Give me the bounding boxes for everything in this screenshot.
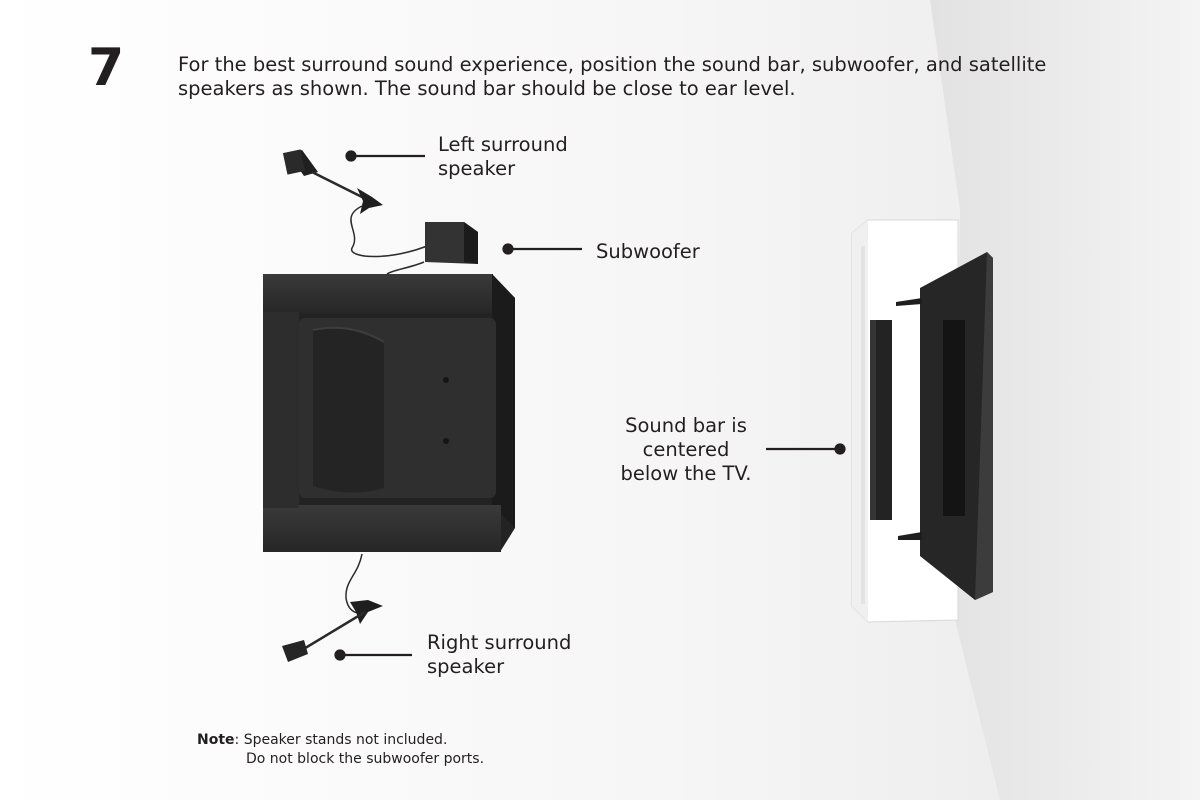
surround-speaker-icon: [282, 149, 433, 258]
left-surround-label-line-2: speaker: [438, 157, 516, 180]
subwoofer-label-line-1: Subwoofer: [596, 240, 700, 263]
armchair-icon: [263, 274, 515, 552]
sound-bar-label-line-2: centered: [642, 438, 730, 461]
intro-line-1: For the best surround sound experience, …: [178, 53, 1047, 76]
step-number: 7: [88, 38, 125, 98]
note: Note: Speaker stands not included. Do no…: [197, 731, 484, 769]
left-surround-label: Left surround speaker: [438, 133, 568, 181]
intro-text: For the best surround sound experience, …: [178, 53, 1118, 101]
right-surround-label-line-1: Right surround: [427, 631, 572, 654]
soundbar-icon: [870, 320, 892, 520]
tv-icon: [896, 252, 993, 600]
intro-line-2: speakers as shown. The sound bar should …: [178, 77, 796, 100]
subwoofer-icon: [386, 222, 478, 275]
note-line-2: Do not block the subwoofer ports.: [246, 751, 485, 767]
sound-bar-label-line-3: below the TV.: [620, 462, 752, 485]
subwoofer-label: Subwoofer: [596, 240, 700, 264]
wall-corner: [930, 0, 1200, 800]
right-surround-label-line-2: speaker: [427, 655, 505, 678]
sound-bar-label-line-1: Sound bar is: [625, 414, 747, 437]
right-surround-label: Right surround speaker: [427, 631, 571, 679]
left-surround-label-line-1: Left surround: [438, 133, 568, 156]
callout-leaders: [334, 150, 846, 661]
note-line-1: : Speaker stands not included.: [234, 732, 448, 748]
surround-speaker-icon: [282, 553, 383, 662]
note-label: Note: [197, 732, 235, 748]
sound-bar-label: Sound bar is centered below the TV.: [600, 414, 772, 486]
